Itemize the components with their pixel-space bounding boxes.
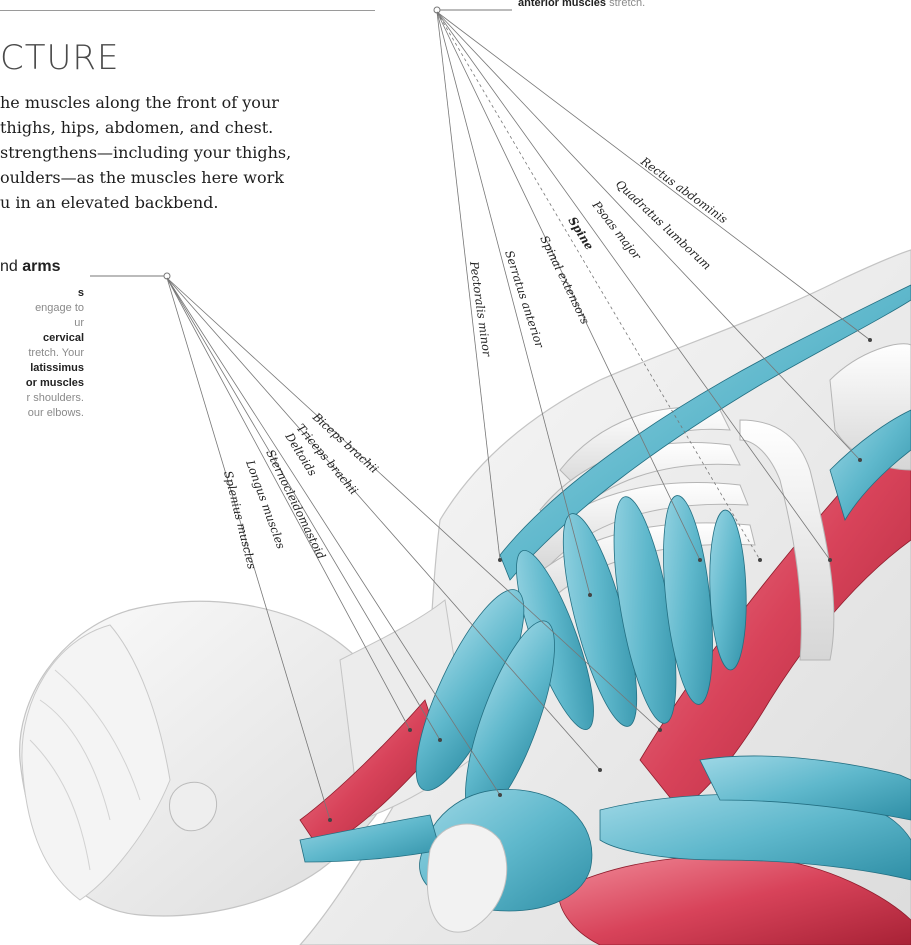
leader-end-dot: [658, 728, 662, 732]
leader-end-dot: [758, 558, 762, 562]
leader-end-dot: [328, 818, 332, 822]
leader-end-dot: [868, 338, 872, 342]
leader-line-pectoralis-minor: [437, 12, 500, 560]
leader-end-dot: [588, 593, 592, 597]
label-serratus-anterior: Serratus anterior: [502, 249, 547, 351]
leader-end-dot: [498, 793, 502, 797]
leader-end-dot: [598, 768, 602, 772]
leader-end-dot: [498, 558, 502, 562]
leader-end-dot: [438, 738, 442, 742]
leader-end-dot: [698, 558, 702, 562]
leader-end-dot: [408, 728, 412, 732]
leader-end-dot: [828, 558, 832, 562]
leader-end-dot: [858, 458, 862, 462]
label-spine: Spine: [565, 214, 596, 252]
